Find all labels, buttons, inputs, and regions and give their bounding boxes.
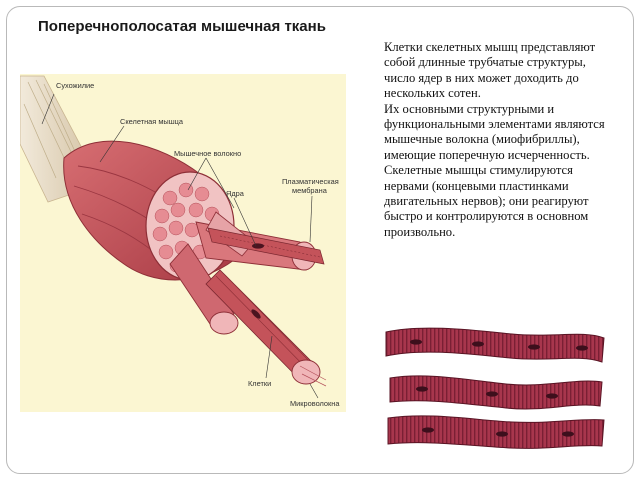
label-plasma-membrane-2: мембрана xyxy=(292,186,327,195)
muscle-anatomy-figure: Сухожилие Скелетная мышца Мышечное волок… xyxy=(19,74,346,412)
label-skeletal-muscle: Скелетная мышца xyxy=(120,117,183,126)
label-cells: Клетки xyxy=(248,379,272,388)
muscle-anatomy-illustration xyxy=(19,74,346,412)
striated-fibers-svg xyxy=(385,327,605,449)
label-plasma-membrane-1: Плазматическая xyxy=(282,177,339,186)
label-muscle-fiber: Мышечное волокно xyxy=(174,149,242,158)
striated-fibers-illustration xyxy=(382,322,608,454)
paragraph-2: Их основными структурными и функциональн… xyxy=(384,101,605,162)
slide-title: Поперечнополосатая мышечная ткань xyxy=(38,18,326,35)
fiber-2 xyxy=(389,375,603,410)
label-microfibrils: Микроволокна xyxy=(290,399,340,408)
fiber-1 xyxy=(385,327,605,363)
label-nuclei: Ядра xyxy=(226,189,244,198)
paragraph-3: Скелетные мышцы стимулируются нервами (к… xyxy=(384,163,589,239)
paragraph-1: Клетки скелетных мышц представляют собой… xyxy=(384,40,596,101)
label-tendon: Сухожилие xyxy=(56,81,95,90)
body-text: Клетки скелетных мышц представляют собой… xyxy=(384,40,606,240)
fiber-3 xyxy=(387,415,605,449)
